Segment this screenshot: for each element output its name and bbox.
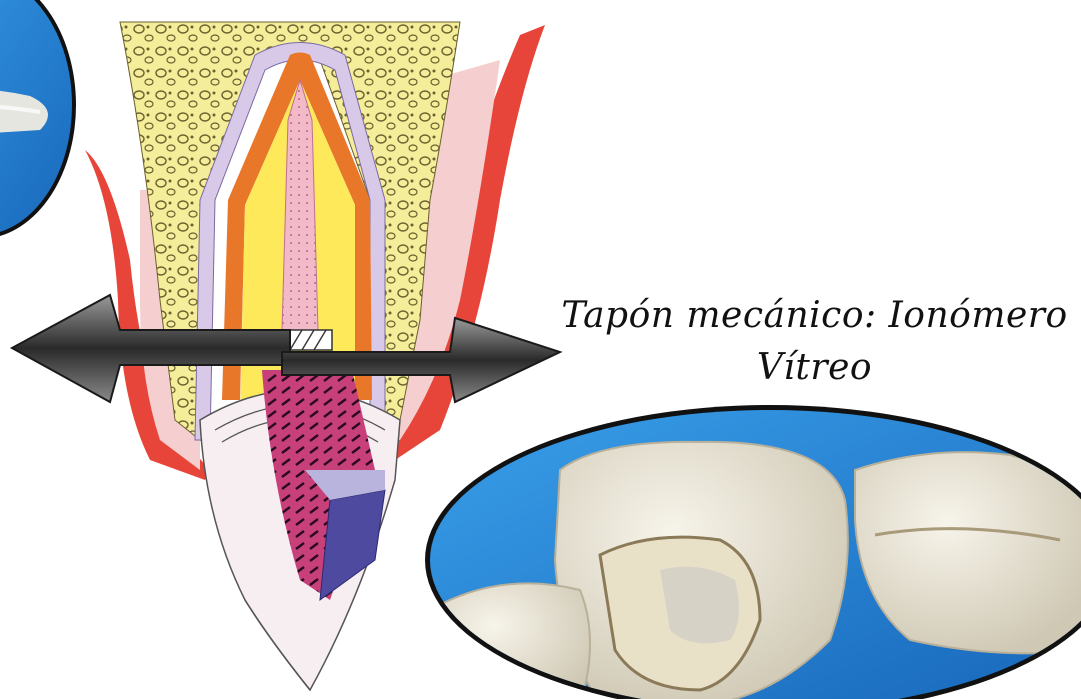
caption-line-2: Vítreo (548, 342, 1081, 394)
clinical-photo-left (0, 0, 80, 260)
caption-line-1: Tapón mecánico: Ionómero (548, 290, 1081, 342)
mechanical-plug-caption: Tapón mecánico: Ionómero Vítreo (548, 290, 1081, 394)
clinical-photo-right (420, 400, 1081, 699)
tooth-crown (200, 370, 400, 690)
